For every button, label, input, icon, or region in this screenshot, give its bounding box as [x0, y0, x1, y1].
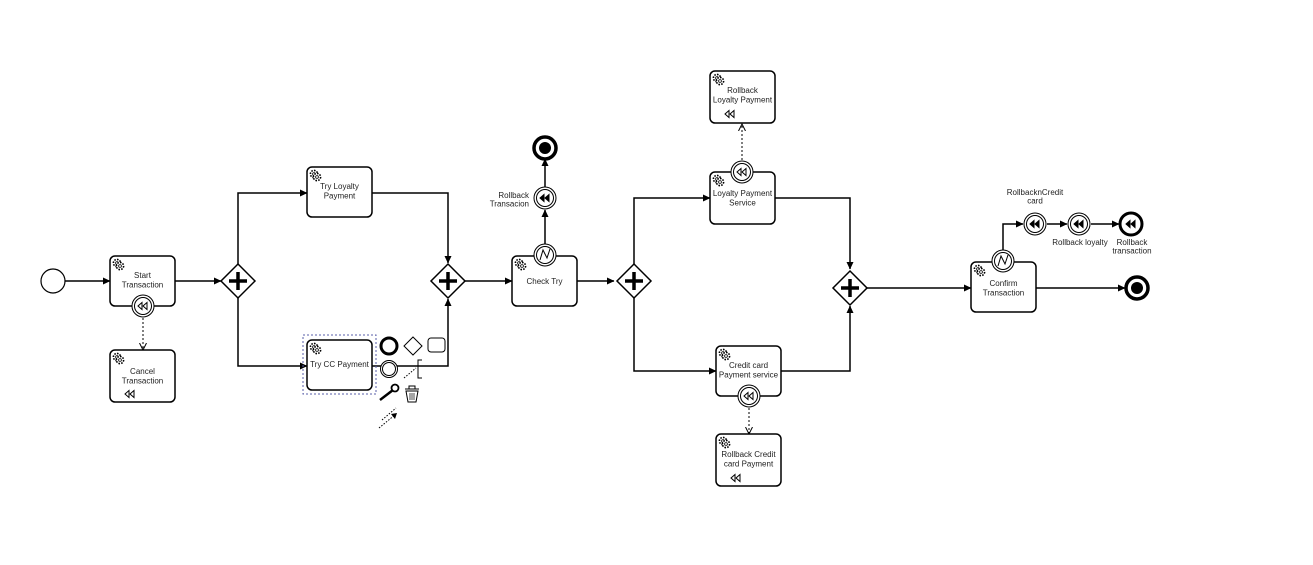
selection-outline	[302, 334, 377, 395]
event-label-rollback-loyalty: Rollback loyalty	[1052, 238, 1108, 247]
trash-icon[interactable]	[405, 385, 419, 403]
compensation-boundary-cc-service[interactable]	[738, 385, 760, 407]
flow-loyalty-service-to-join[interactable]	[775, 197, 854, 270]
event-label-line-1: Rollback	[1117, 238, 1149, 247]
flow-try-cc-to-join[interactable]	[372, 298, 452, 367]
append-gateway-icon[interactable]	[403, 336, 423, 356]
task-try-cc-payment[interactable]: Try CC Payment	[306, 339, 373, 391]
compensation-end-event-rollback-transaction[interactable]	[1118, 211, 1144, 237]
flow-gateway-to-try-loyalty[interactable]	[237, 189, 308, 264]
flow-try-loyalty-to-join[interactable]	[372, 192, 452, 264]
task-label-line-1: Rollback Credit	[721, 450, 776, 459]
parallel-gateway-join-1[interactable]	[429, 262, 467, 300]
compensation-associations	[143, 124, 749, 434]
connect-icon[interactable]	[378, 407, 397, 429]
conditional-boundary-event-check-try[interactable]	[533, 243, 557, 267]
task-label-line-2: Service	[729, 199, 756, 208]
wrench-icon[interactable]	[379, 383, 400, 401]
task-label-line-1: Check Try	[526, 277, 562, 286]
svg-text:Try CC Payment: Try CC Payment	[310, 360, 370, 369]
compensation-throw-event-rollback-credit-card[interactable]	[1024, 213, 1046, 235]
event-label-line-1: Rollback loyalty	[1052, 238, 1108, 247]
flow-gateway-to-try-cc[interactable]	[237, 298, 308, 370]
task-label-line-1: Credit card	[729, 361, 768, 370]
compensation-boundary-loyalty-service[interactable]	[731, 161, 753, 183]
parallel-gateway-join-2[interactable]	[831, 269, 869, 307]
end-event-right[interactable]	[1124, 275, 1150, 301]
append-intermediate-event-icon[interactable]	[380, 360, 398, 378]
flow-cc-service-to-join[interactable]	[781, 305, 854, 372]
text-annotation-icon[interactable]	[403, 359, 422, 379]
task-label-line-2: Transaction	[122, 281, 164, 290]
task-label-line-2: Transaction	[122, 377, 164, 386]
event-label-line-2: card	[1027, 197, 1043, 206]
append-end-event-icon[interactable]	[379, 336, 399, 356]
compensation-boundary-start-transaction[interactable]	[132, 295, 154, 317]
task-label-line-2: Payment	[324, 192, 356, 201]
start-event[interactable]	[40, 268, 66, 294]
task-label-line-2: Payment service	[719, 371, 779, 380]
event-label-line-1: RollbacknCredit	[1007, 188, 1064, 197]
event-label-line-2: Transacion	[490, 200, 529, 209]
parallel-gateway-split-1[interactable]	[219, 262, 257, 300]
flow-gateway-to-loyalty-service[interactable]	[633, 194, 711, 264]
flow-gateway-to-cc-service[interactable]	[633, 298, 717, 375]
context-pad	[378, 336, 446, 429]
event-label-line-1: Rollback	[498, 191, 530, 200]
task-label-line-2: card Payment	[724, 460, 774, 469]
flow-condition-to-rollback-cc[interactable]	[1002, 220, 1024, 250]
task-label-line-1: Loyalty Payment	[713, 189, 773, 198]
compensation-throw-event-rollback-transacion[interactable]	[534, 187, 556, 209]
task-label-line-1: Confirm	[989, 279, 1017, 288]
sequence-flows	[64, 158, 1126, 375]
svg-text:Check Try: Check Try	[526, 277, 562, 286]
task-label-line-2: Transaction	[983, 289, 1025, 298]
task-label-line-1: Start	[134, 271, 152, 280]
task-label-line-1: Rollback	[727, 86, 759, 95]
append-task-icon[interactable]	[427, 337, 446, 353]
event-label-line-2: transaction	[1112, 247, 1151, 256]
task-label-line-2: Loyalty Payment	[713, 96, 773, 105]
conditional-boundary-event-confirm[interactable]	[991, 249, 1015, 273]
parallel-gateway-split-2[interactable]	[615, 262, 653, 300]
task-label-line-1: Cancel	[130, 367, 155, 376]
end-event-top[interactable]	[532, 135, 558, 161]
compensation-throw-event-rollback-loyalty[interactable]	[1068, 213, 1090, 235]
task-label-line-1: Try Loyalty	[320, 182, 359, 191]
task-label-line-1: Try CC Payment	[310, 360, 370, 369]
